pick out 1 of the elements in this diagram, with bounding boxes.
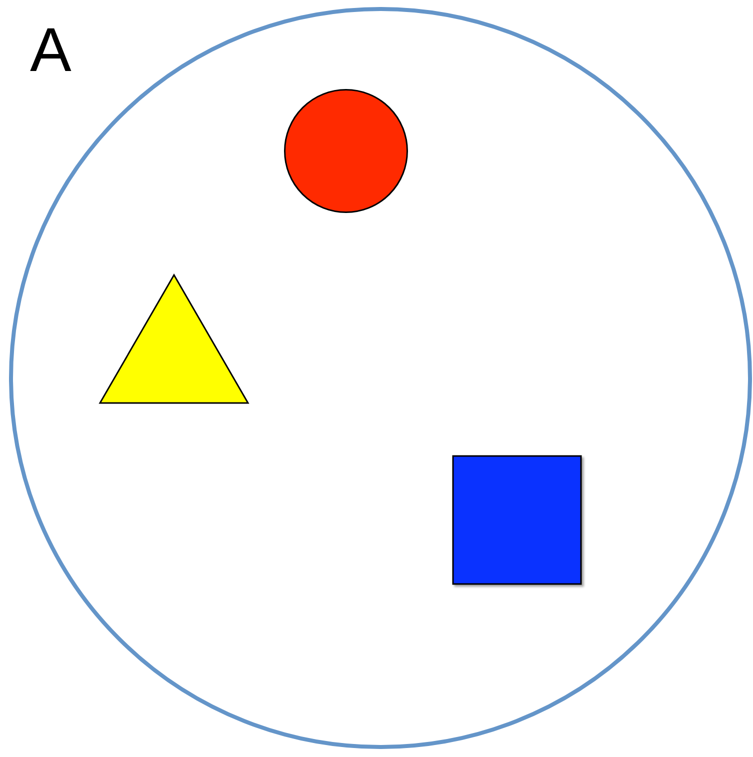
panel-label: A (30, 20, 72, 82)
